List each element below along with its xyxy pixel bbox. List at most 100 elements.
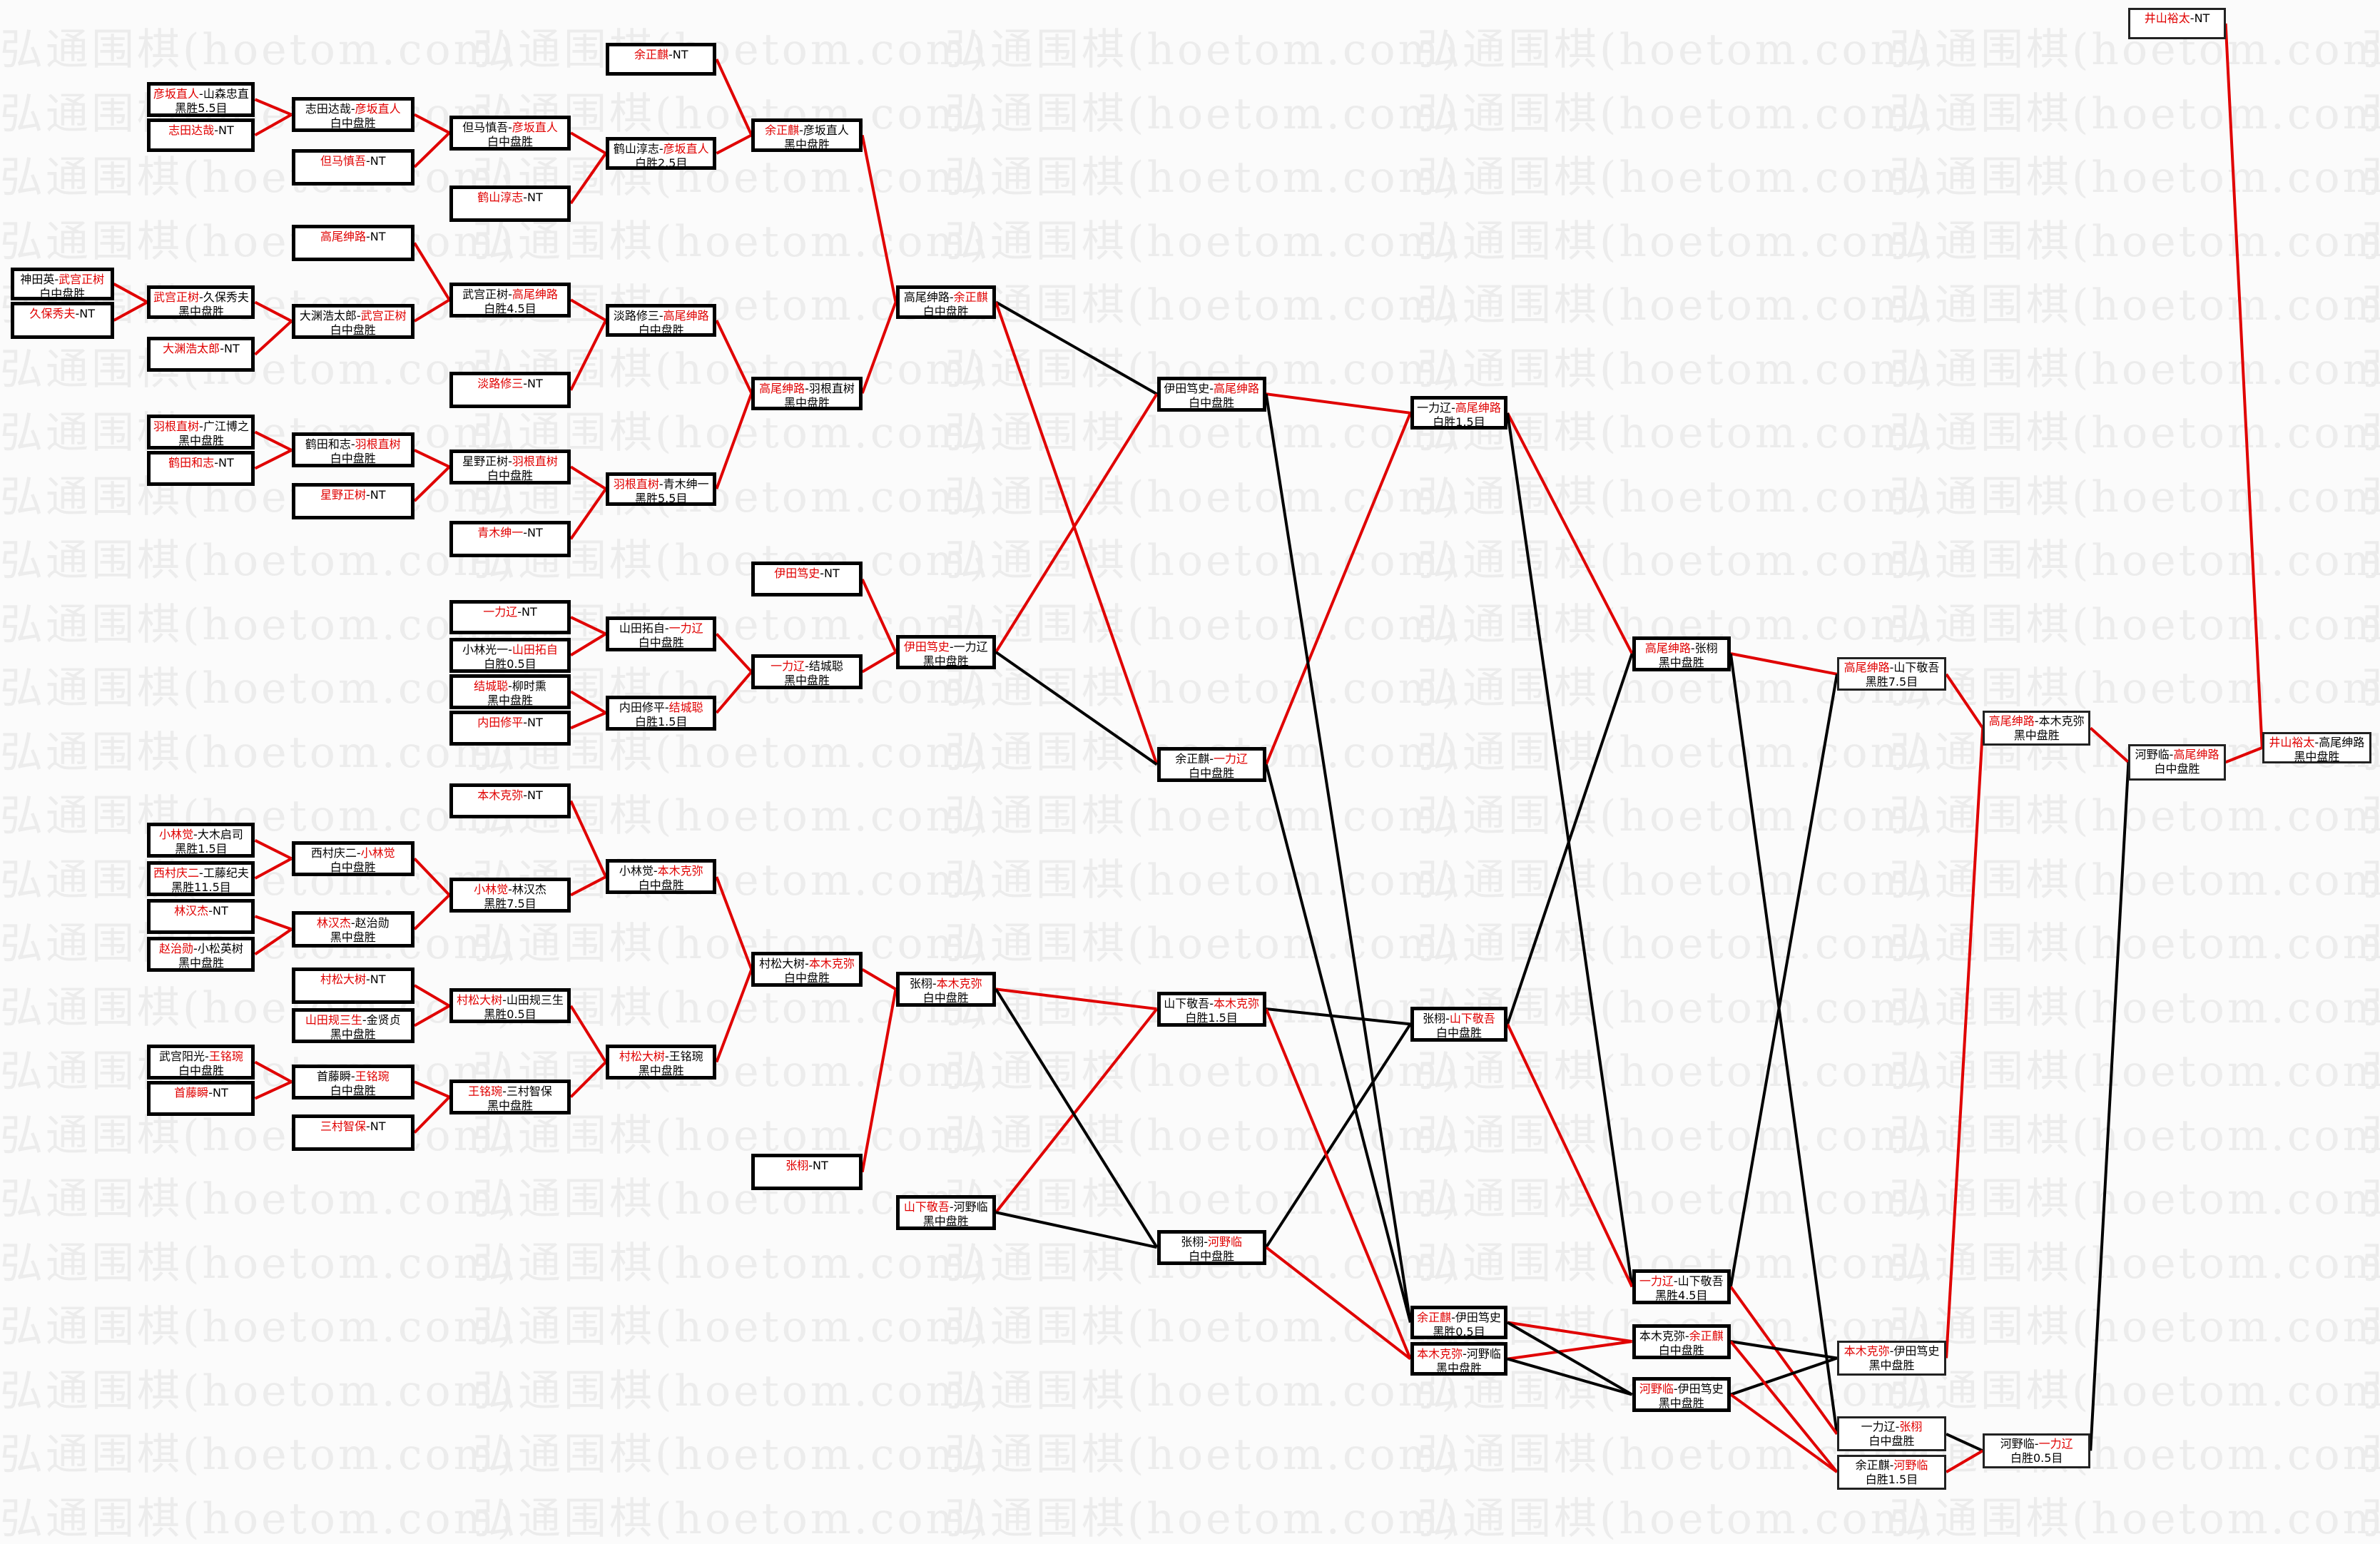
match-box[interactable]: 志田达哉-彦坂直人白中盘胜 bbox=[291, 97, 415, 133]
match-box[interactable]: 余正麒-一力辽白中盘胜 bbox=[1156, 746, 1266, 782]
bye-match-box[interactable]: 高尾绅路-NT bbox=[291, 224, 415, 261]
player-black: 余正麒 bbox=[765, 123, 800, 137]
separator: - bbox=[193, 828, 198, 842]
bye-match-box[interactable]: 本木克弥-NT bbox=[449, 783, 571, 818]
player-black: 但马慎吾 bbox=[462, 120, 509, 134]
match-box[interactable]: 村松大树-王铭琬黑中盘胜 bbox=[606, 1045, 717, 1080]
match-box[interactable]: 河野临-高尾绅路白中盘胜 bbox=[2128, 743, 2226, 781]
bye-match-box[interactable]: 余正麒-NT bbox=[606, 42, 717, 76]
player-white: 山下敬吾 bbox=[1893, 661, 1940, 675]
bye-match-box[interactable]: 志田达哉-NT bbox=[147, 118, 255, 152]
match-box[interactable]: 井山裕太-高尾绅路黑中盘胜 bbox=[2262, 731, 2371, 764]
match-box[interactable]: 村松大树-山田规三生黑胜0.5目 bbox=[449, 988, 571, 1024]
bye-match-box[interactable]: 鹤田和志-NT bbox=[147, 451, 255, 486]
match-box[interactable]: 内田修平-结城聪白胜1.5目 bbox=[606, 695, 717, 731]
match-box[interactable]: 彦坂直人-山森忠直黑胜5.5目 bbox=[147, 81, 255, 117]
match-box[interactable]: 大渊浩太郎-武宫正树白中盘胜 bbox=[291, 303, 415, 339]
match-box[interactable]: 张栩-山下敬吾白中盘胜 bbox=[1410, 1006, 1508, 1042]
bye-match-box[interactable]: 林汉杰-NT bbox=[147, 898, 255, 934]
match-box[interactable]: 山下敬吾-河野临黑中盘胜 bbox=[895, 1194, 996, 1230]
match-box[interactable]: 河野临-伊田笃史黑中盘胜 bbox=[1632, 1377, 1731, 1413]
bye-match-box[interactable]: 内田修平-NT bbox=[449, 710, 571, 746]
bye-match-box[interactable]: 鹤山淳志-NT bbox=[449, 185, 571, 222]
match-box[interactable]: 羽根直树-青木绅一黑胜5.5目 bbox=[606, 472, 717, 506]
match-box[interactable]: 小林觉-大木启司黑胜1.5目 bbox=[147, 823, 255, 858]
match-result: 白中盘胜 bbox=[922, 305, 969, 319]
bye-match-box[interactable]: 淡路修三-NT bbox=[449, 372, 571, 409]
bye-match-box[interactable]: 首藤瞬-NT bbox=[147, 1081, 255, 1117]
player-white: 三村智保 bbox=[506, 1085, 552, 1098]
match-box[interactable]: 伊田笃史-高尾绅路白中盘胜 bbox=[1156, 376, 1266, 412]
player-black: 张栩 bbox=[785, 1159, 809, 1173]
match-box[interactable]: 鹤田和志-羽根直树白中盘胜 bbox=[291, 432, 415, 468]
watermark-text: 弘通围棋(hoetom.com) bbox=[0, 1493, 517, 1544]
match-box[interactable]: 一力辽-山下敬吾黑胜4.5目 bbox=[1632, 1269, 1731, 1304]
match-box[interactable]: 西村庆二-工藤纪夫黑胜11.5目 bbox=[147, 860, 255, 896]
bye-marker: NT bbox=[370, 153, 386, 168]
match-box[interactable]: 王铭琬-三村智保黑中盘胜 bbox=[449, 1080, 571, 1114]
player-white: 一力辽 bbox=[953, 639, 988, 654]
match-box[interactable]: 本木克弥-余正麒白中盘胜 bbox=[1632, 1324, 1731, 1359]
match-box[interactable]: 首藤瞬-王铭琬白中盘胜 bbox=[291, 1064, 415, 1099]
match-box[interactable]: 武宫阳光-王铭琬白中盘胜 bbox=[147, 1045, 255, 1080]
bye-match-box[interactable]: 村松大树-NT bbox=[291, 967, 415, 1004]
match-box[interactable]: 但马慎吾-彦坂直人白中盘胜 bbox=[449, 115, 571, 151]
bye-match-box[interactable]: 青木绅一-NT bbox=[449, 520, 571, 557]
match-players: 河野临-一力辽 bbox=[1985, 1437, 2088, 1451]
match-box[interactable]: 赵治勋-小松英树黑中盘胜 bbox=[147, 936, 255, 972]
match-box[interactable]: 余正麒-伊田笃史黑胜0.5目 bbox=[1410, 1306, 1508, 1339]
bye-match-box[interactable]: 久保秀夫-NT bbox=[10, 302, 114, 339]
match-box[interactable]: 山田拓自-一力辽白中盘胜 bbox=[606, 616, 717, 651]
match-box[interactable]: 张栩-河野临白中盘胜 bbox=[1156, 1229, 1266, 1265]
bye-match-box[interactable]: 三村智保-NT bbox=[291, 1114, 415, 1151]
match-box[interactable]: 林汉杰-赵治勋黑中盘胜 bbox=[291, 910, 415, 948]
match-box[interactable]: 小林觉-本木克弥白中盘胜 bbox=[606, 859, 717, 895]
player-black: 高尾绅路 bbox=[320, 229, 366, 243]
match-players: 大渊浩太郎-武宫正树 bbox=[295, 309, 411, 323]
bye-match-box[interactable]: 大渊浩太郎-NT bbox=[147, 337, 255, 372]
match-box[interactable]: 高尾绅路-羽根直树黑中盘胜 bbox=[751, 376, 863, 410]
match-box[interactable]: 西村庆二-小林觉白中盘胜 bbox=[291, 840, 415, 876]
match-box[interactable]: 高尾绅路-本木克弥黑中盘胜 bbox=[1983, 710, 2091, 746]
winner-path-line bbox=[1506, 1023, 1634, 1288]
match-box[interactable]: 武宫正树-久保秀夫黑中盘胜 bbox=[147, 285, 255, 319]
match-box[interactable]: 小林光一-山田拓自白胜0.5目 bbox=[449, 637, 571, 673]
match-box[interactable]: 高尾绅路-山下敬吾黑胜7.5目 bbox=[1836, 657, 1947, 691]
match-box[interactable]: 鹤山淳志-彦坂直人白胜2.5目 bbox=[606, 136, 717, 171]
bye-match-box[interactable]: 井山裕太-NT bbox=[2128, 7, 2226, 40]
player-black: 武宫正树 bbox=[153, 290, 200, 305]
match-box[interactable]: 张栩-本木克弥白中盘胜 bbox=[895, 971, 996, 1007]
player-white: 彦坂直人 bbox=[355, 102, 401, 116]
match-box[interactable]: 羽根直树-广江博之黑中盘胜 bbox=[147, 414, 255, 450]
match-box[interactable]: 本木克弥-伊田笃史黑中盘胜 bbox=[1836, 1341, 1947, 1376]
match-box[interactable]: 本木克弥-河野临黑中盘胜 bbox=[1410, 1342, 1508, 1376]
winner-path-line bbox=[2089, 726, 2130, 763]
bye-match-box[interactable]: 一力辽-NT bbox=[449, 599, 571, 635]
match-box[interactable]: 星野正树-羽根直树白中盘胜 bbox=[449, 449, 571, 484]
match-box[interactable]: 一力辽-张栩白中盘胜 bbox=[1836, 1416, 1947, 1452]
match-box[interactable]: 小林觉-林汉杰黑胜7.5目 bbox=[449, 877, 571, 913]
match-box[interactable]: 山田规三生-金贤贞黑中盘胜 bbox=[291, 1007, 415, 1043]
bye-match-box[interactable]: 星野正树-NT bbox=[291, 482, 415, 519]
match-box[interactable]: 淡路修三-高尾绅路白中盘胜 bbox=[606, 303, 717, 337]
match-box[interactable]: 高尾绅路-余正麒白中盘胜 bbox=[895, 285, 996, 319]
match-box[interactable]: 余正麒-河野临白胜1.5目 bbox=[1836, 1454, 1947, 1490]
match-box[interactable]: 伊田笃史-一力辽黑中盘胜 bbox=[895, 634, 996, 670]
match-box[interactable]: 山下敬吾-本木克弥白胜1.5目 bbox=[1156, 991, 1266, 1027]
bye-match-box[interactable]: 但马慎吾-NT bbox=[291, 148, 415, 186]
player-black: 西村庆二 bbox=[310, 845, 357, 860]
match-box[interactable]: 武宫正树-高尾绅路白胜4.5目 bbox=[449, 282, 571, 318]
bye-match-box[interactable]: 张栩-NT bbox=[751, 1154, 863, 1191]
player-black: 志田达哉 bbox=[305, 102, 351, 116]
bye-match-box[interactable]: 伊田笃史-NT bbox=[751, 562, 863, 597]
match-box[interactable]: 神田英-武宫正树白中盘胜 bbox=[10, 267, 114, 301]
match-box[interactable]: 结城聪-柳时熏黑中盘胜 bbox=[449, 674, 571, 709]
player-black: 但马慎吾 bbox=[320, 153, 366, 168]
match-box[interactable]: 村松大树-本木克弥白中盘胜 bbox=[751, 952, 863, 987]
match-box[interactable]: 余正麒-彦坂直人黑中盘胜 bbox=[751, 118, 863, 152]
match-box[interactable]: 一力辽-结城聪黑中盘胜 bbox=[751, 654, 863, 690]
match-box[interactable]: 河野临-一力辽白胜0.5目 bbox=[1983, 1433, 2091, 1468]
match-box[interactable]: 一力辽-高尾绅路白胜1.5目 bbox=[1410, 396, 1508, 430]
loser-path-line bbox=[1507, 1357, 1633, 1396]
match-box[interactable]: 高尾绅路-张栩黑中盘胜 bbox=[1632, 636, 1731, 671]
